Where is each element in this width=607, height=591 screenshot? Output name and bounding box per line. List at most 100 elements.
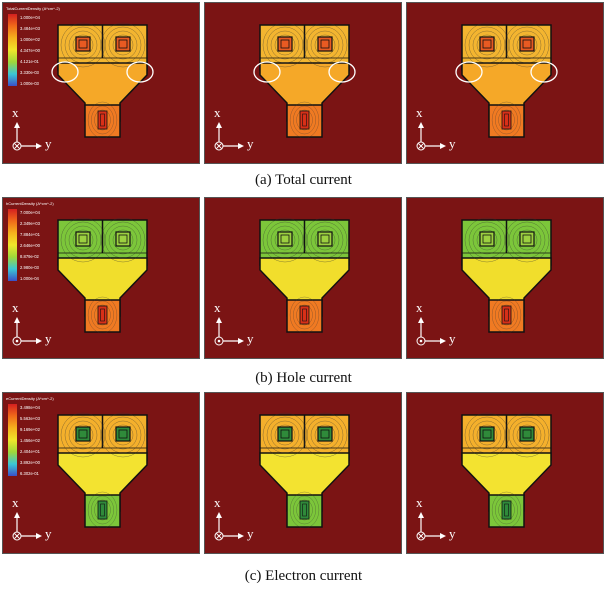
left-contact <box>479 231 495 247</box>
contour-line <box>302 217 348 263</box>
contour-line <box>498 499 515 521</box>
legend-tick-label: 6.302e-01 <box>20 471 39 476</box>
axis-label-x: x <box>214 495 221 510</box>
device-structure <box>455 22 558 139</box>
contour-line <box>108 30 138 60</box>
contour-line <box>72 424 94 446</box>
contour-line <box>476 229 498 251</box>
left-contact <box>277 426 293 442</box>
contour-line <box>104 26 142 64</box>
contact-inner <box>482 234 492 244</box>
contour-line <box>495 300 518 330</box>
legend-tick-label: 1.000e-04 <box>20 276 39 281</box>
stem-core <box>299 110 310 130</box>
contour-line <box>91 495 114 525</box>
contour-line <box>504 412 550 458</box>
contour-line <box>94 109 111 131</box>
stem-core <box>501 305 512 325</box>
contour-line <box>516 229 538 251</box>
axis-label-y: y <box>45 526 52 541</box>
contour-line <box>314 34 336 56</box>
device-structure <box>259 412 350 529</box>
legend-color-bar <box>8 404 17 476</box>
contour-line <box>274 424 296 446</box>
contour-line <box>472 30 502 60</box>
contour-line <box>289 296 320 334</box>
contact-inner <box>482 39 492 49</box>
contact-inner <box>482 429 492 439</box>
contour-line <box>310 225 340 255</box>
stem-contact <box>100 308 105 322</box>
contour-line <box>302 412 348 458</box>
right-contact <box>519 426 535 442</box>
contour-line <box>100 217 146 263</box>
contact-inner <box>118 39 128 49</box>
contact-inner <box>78 429 88 439</box>
right-contact <box>317 426 333 442</box>
stem-core <box>97 500 108 520</box>
right-contact <box>317 231 333 247</box>
contact-inner <box>320 234 330 244</box>
contour-line <box>270 420 300 450</box>
stem-contact <box>302 503 307 517</box>
axis-label-y: y <box>449 331 456 346</box>
axis-label-x: x <box>214 300 221 315</box>
axis-label-x: x <box>12 495 19 510</box>
contour-line <box>274 229 296 251</box>
contour-line <box>516 424 538 446</box>
legend-tick-label: 1.000e+02 <box>20 37 40 42</box>
axis-label-y: y <box>247 136 254 151</box>
axis-label-x: x <box>416 300 423 315</box>
contour-line <box>508 221 546 259</box>
device-structure <box>259 217 350 334</box>
axis-indicator <box>214 512 244 541</box>
contour-line <box>108 420 138 450</box>
contact-inner <box>78 39 88 49</box>
legend-tick-label: 8.879e-02 <box>20 254 39 259</box>
axis-indicator <box>214 122 244 151</box>
contour-line <box>87 101 118 139</box>
stem-contact <box>302 113 307 127</box>
device-structure <box>461 412 552 529</box>
contour-line <box>68 420 98 450</box>
legend-tick-label: 5.563e+03 <box>20 416 40 421</box>
highlight-circle-right <box>126 61 154 83</box>
contact-inner <box>522 39 532 49</box>
contour-line <box>87 296 118 334</box>
contour-line <box>296 109 313 131</box>
contour-line <box>293 300 316 330</box>
axis-label-y: y <box>449 136 456 151</box>
highlight-circle-right <box>328 61 356 83</box>
contour-line <box>68 225 98 255</box>
device-structure <box>253 22 356 139</box>
contour-line <box>476 34 498 56</box>
contour-line <box>516 34 538 56</box>
contact-inner <box>320 429 330 439</box>
stem-core <box>97 110 108 130</box>
stem-contact <box>504 503 509 517</box>
contact-inner <box>522 234 532 244</box>
legend-tick-label: 3.498e+04 <box>20 405 40 410</box>
contour-line <box>112 34 134 56</box>
caption-electron: (c) Electron current <box>244 568 363 584</box>
contour-line <box>314 424 336 446</box>
right-contact <box>115 231 131 247</box>
contour-line <box>512 420 542 450</box>
contour-line <box>72 34 94 56</box>
contour-line <box>495 495 518 525</box>
legend-tick-label: 2.349e+03 <box>20 221 40 226</box>
axis-indicator <box>12 317 42 346</box>
stem-core <box>97 305 108 325</box>
contour-line <box>512 30 542 60</box>
legend-tick-label: 1.456e+02 <box>20 438 40 443</box>
axis-label-y: y <box>449 526 456 541</box>
legend-tick-label: 2.404e+01 <box>20 449 40 454</box>
contact-inner <box>522 429 532 439</box>
legend-tick-label: 2.646e+00 <box>20 243 40 248</box>
legend-color-bar <box>8 209 17 281</box>
contour-line <box>91 105 114 135</box>
axis-label-x: x <box>416 495 423 510</box>
stem-contact <box>100 503 105 517</box>
